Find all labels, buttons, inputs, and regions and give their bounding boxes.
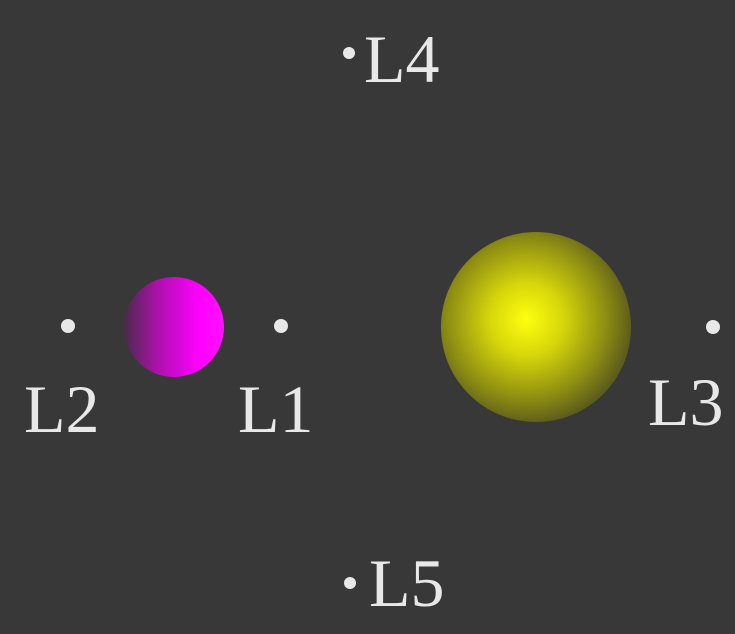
l5-label: L5 — [369, 545, 445, 621]
l1-label: L1 — [238, 371, 314, 447]
l4-point-dot — [343, 47, 355, 59]
l1-point-dot — [274, 319, 288, 333]
l2-label: L2 — [24, 371, 100, 447]
l3-point-dot — [706, 320, 720, 334]
star-body — [441, 232, 631, 422]
l2-point-dot — [61, 319, 75, 333]
l3-label: L3 — [648, 364, 724, 440]
l4-label: L4 — [364, 21, 440, 97]
l5-point-dot — [344, 577, 356, 589]
planet-body — [124, 277, 224, 377]
